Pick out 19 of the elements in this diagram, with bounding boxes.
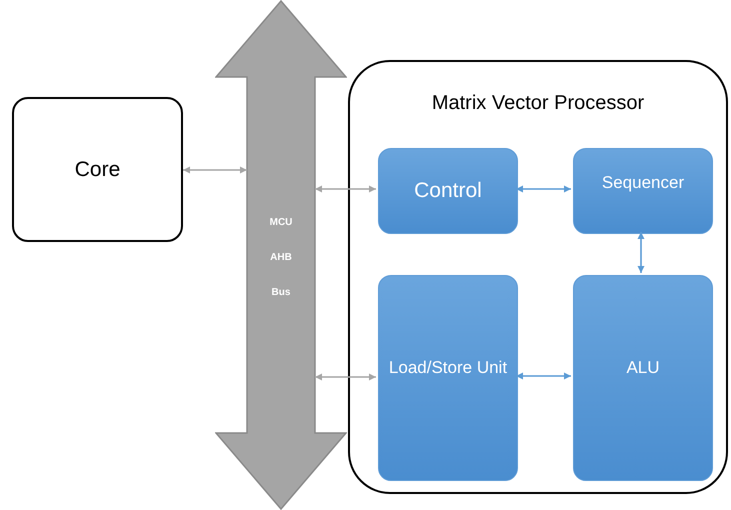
double-arrow [315,185,376,193]
double-arrow [637,232,645,273]
function-block [378,148,518,234]
double-arrow [315,373,376,381]
double-arrow [516,372,571,380]
bus-label: MCU AHB Bus [268,216,294,300]
block-label: ALU [625,356,661,379]
group-title: Matrix Vector Processor [430,92,646,115]
block-label: Sequencer [600,172,686,194]
double-arrow [516,185,571,193]
double-arrow [183,166,247,174]
block-label: Load/Store Unit [388,356,508,379]
core-label: Core [74,156,122,182]
function-block [378,275,518,481]
processor-group-box [348,60,728,494]
function-block [573,148,713,234]
block-label: Control [413,178,483,204]
function-block [573,275,713,481]
core-box [12,97,183,242]
